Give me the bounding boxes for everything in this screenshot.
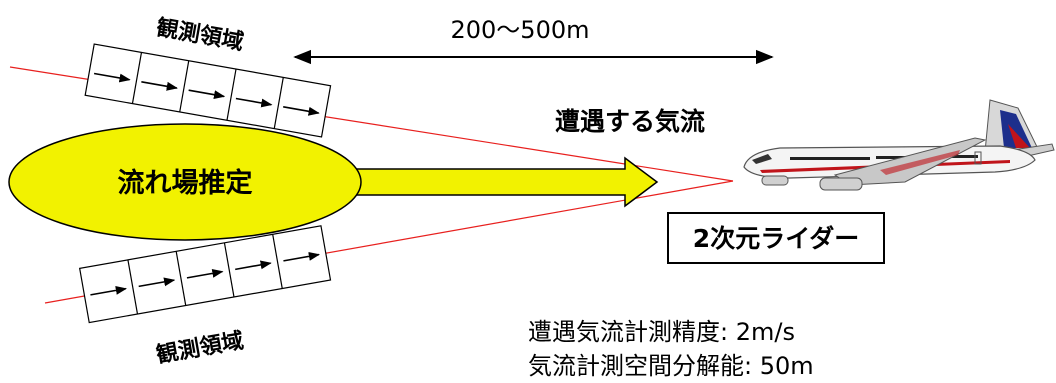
- spec-resolution: 気流計測空間分解能: 50m: [528, 352, 814, 380]
- observation-grid-upper: [84, 43, 332, 138]
- flow-arrow: [329, 156, 659, 208]
- encountered-airflow-label: 遭遇する気流: [555, 107, 705, 136]
- range-label: 200〜500m: [451, 16, 590, 44]
- observation-grid-lower: [78, 225, 332, 324]
- flow-field-estimation-label: 流れ場推定: [118, 167, 253, 199]
- flow-field-ellipse: [8, 123, 362, 241]
- spec-accuracy: 遭遇気流計測精度: 2m/s: [528, 318, 795, 346]
- lidar-label: 2次元ライダー: [693, 224, 859, 253]
- lidar-label-box: [667, 212, 885, 264]
- airplane-icon: [743, 99, 1055, 191]
- observation-area-label-bottom: 観測領域: [154, 328, 245, 369]
- observation-area-label-top: 観測領域: [154, 15, 245, 56]
